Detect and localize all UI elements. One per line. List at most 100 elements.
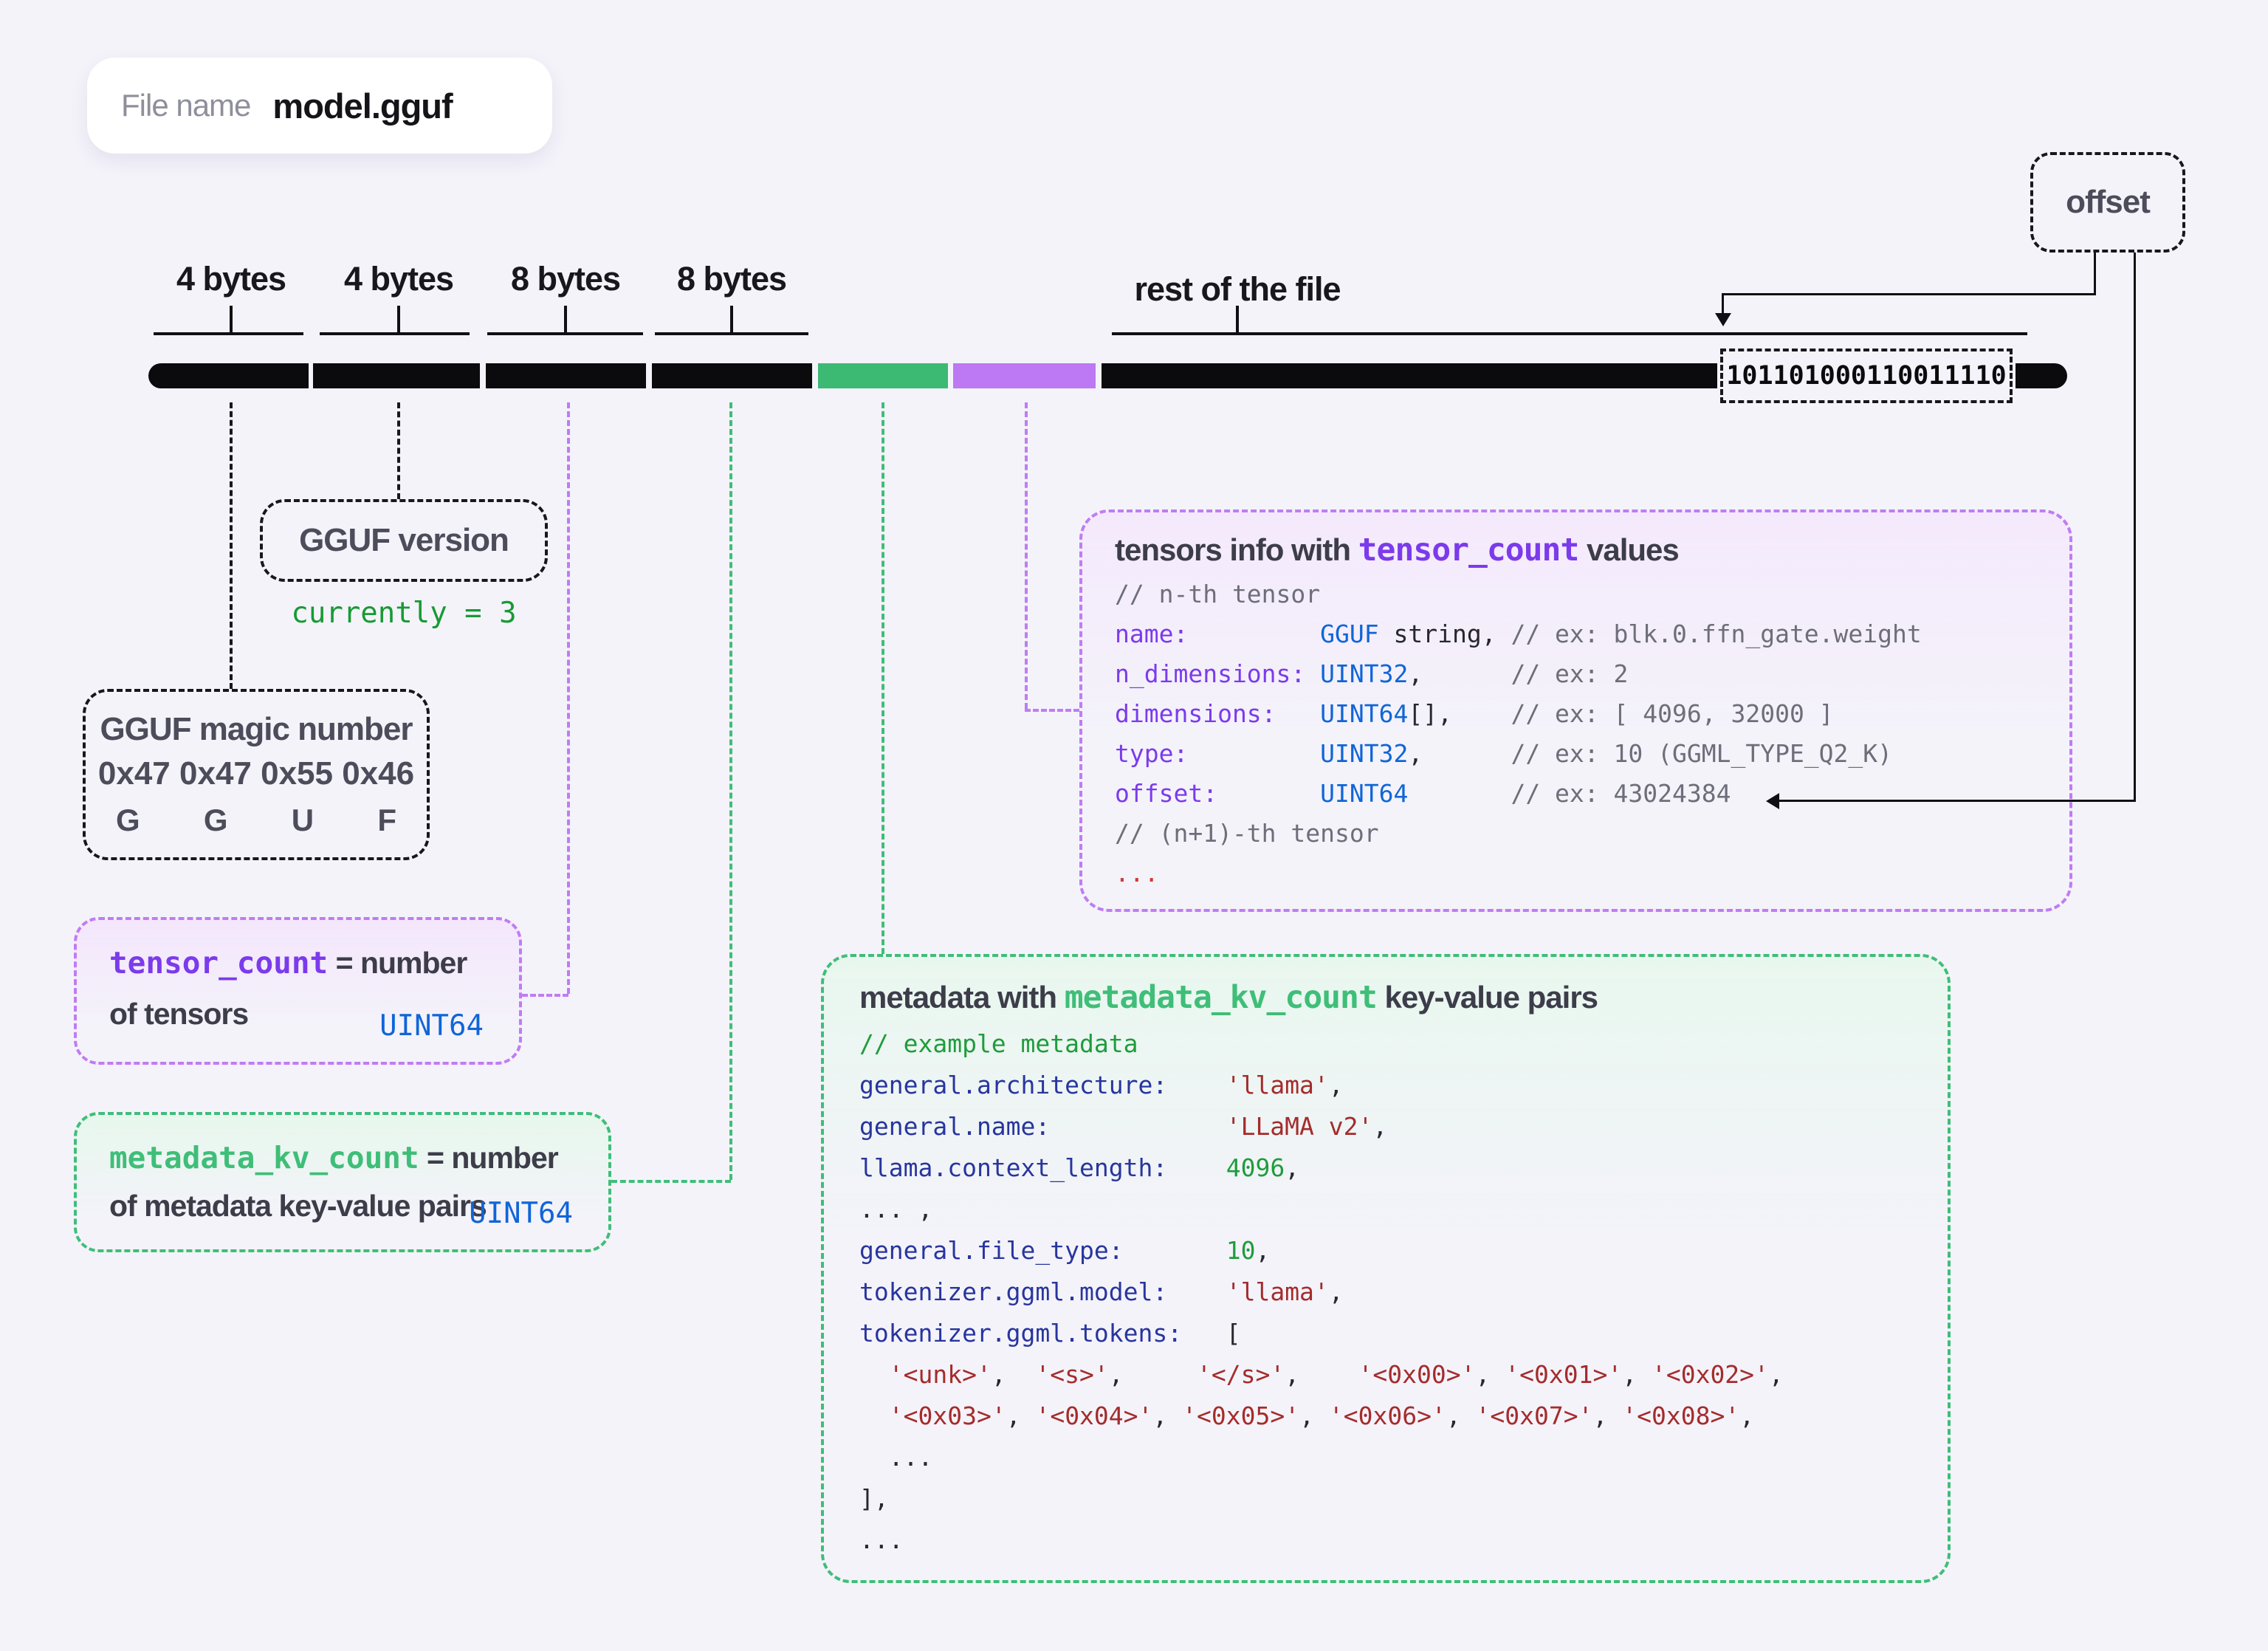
gguf-version-title: GGUF version [299, 522, 509, 558]
file-name-pill: File name model.gguf [87, 58, 552, 154]
code-line: n_dimensions: UINT32, // ex: 2 [1115, 659, 1629, 688]
code-line: // n-th tensor [1115, 580, 1321, 608]
byte-label-2: 4 bytes [343, 260, 454, 298]
bracket-2 [320, 332, 470, 335]
connector-tensors-box-v [1025, 402, 1028, 709]
bar-segment-magic [148, 363, 309, 388]
bar-segment-metadata [818, 363, 948, 388]
bracket-4 [655, 332, 808, 335]
code-line: offset: UINT64 // ex: 43024384 [1115, 779, 1731, 808]
bar-segment-tensors-info [953, 363, 1096, 388]
tensor-count-term: tensor_count [109, 945, 329, 981]
connector-metadata-kv-h [611, 1180, 731, 1183]
code-line: ... [859, 1525, 904, 1554]
gguf-magic-box: GGUF magic number 0x47 0x47 0x55 0x46 G … [83, 689, 430, 860]
byte-label-1: 4 bytes [176, 260, 286, 298]
bracket-1 [154, 332, 303, 335]
connector-tensor-count-h [522, 994, 568, 997]
bar-segment-tensor-count [486, 363, 646, 388]
code-line: '<0x03>', '<0x04>', '<0x05>', '<0x06>', … [888, 1401, 1755, 1430]
tensors-title-post: values [1578, 532, 1680, 567]
gguf-magic-title: GGUF magic number [100, 711, 413, 747]
bracket-2-tick [397, 306, 400, 334]
magic-char-f: F [377, 803, 396, 837]
metadata-title-pre: metadata with [859, 980, 1065, 1015]
metadata-kv-count-box: metadata_kv_count = number of metadata k… [74, 1112, 611, 1252]
metadata-title-post: key-value pairs [1376, 980, 1599, 1015]
tensor-count-type: UINT64 [379, 1009, 484, 1043]
connector-magic [230, 402, 233, 689]
file-name-value: model.gguf [272, 86, 453, 126]
connector-metadata-kv-v [729, 402, 732, 1180]
bar-segment-version [313, 363, 480, 388]
gguf-magic-chars: G G U F [116, 803, 396, 838]
offset-tag-label: offset [2066, 184, 2151, 220]
bracket-4-tick [730, 306, 733, 334]
metadata-kv-eq: = number [419, 1141, 559, 1175]
tensors-title-pre: tensors info with [1115, 532, 1358, 567]
bracket-1-tick [230, 306, 233, 334]
connector-tensor-count-v [567, 402, 570, 994]
tensors-info-title: tensors info with tensor_count values [1115, 532, 2037, 569]
code-line: dimensions: UINT64[], // ex: [ 4096, 320… [1115, 699, 1834, 728]
tensors-info-code: // n-th tensor name: GGUF string, // ex: … [1115, 574, 2037, 893]
bar-segment-end [2016, 363, 2067, 388]
code-line: general.file_type: 10, [859, 1236, 1271, 1265]
code-line: ... [1115, 859, 1159, 888]
code-line: ... [859, 1443, 933, 1472]
code-line: ], [859, 1484, 889, 1513]
magic-char-g1: G [116, 803, 140, 837]
tensor-count-box: tensor_count = number of tensors UINT64 [74, 917, 522, 1065]
tensors-title-code: tensor_count [1358, 532, 1580, 569]
code-line: general.architecture: 'llama', [859, 1071, 1344, 1099]
tensor-count-line2: of tensors [109, 997, 249, 1031]
gguf-magic-hex: 0x47 0x47 0x55 0x46 [97, 755, 415, 792]
metadata-box: metadata with metadata_kv_count key-valu… [821, 954, 1951, 1583]
bar-segment-metadata-kv-count [652, 363, 812, 388]
connector-version [397, 402, 400, 499]
code-line: type: UINT32, // ex: 10 (GGML_TYPE_Q2_K) [1115, 739, 1893, 768]
rest-of-file-label: rest of the file [1134, 270, 1341, 308]
code-line: general.name: 'LLaMA v2', [859, 1112, 1388, 1141]
connector-metadata-box [882, 402, 884, 954]
code-line: name: GGUF string, // ex: blk.0.ffn_gate… [1115, 619, 1922, 648]
binary-data-box: 101101000110011110 [1720, 349, 2013, 403]
code-line: // (n+1)-th tensor [1115, 819, 1379, 848]
metadata-kv-type: UINT64 [469, 1197, 573, 1230]
metadata-kv-line1: metadata_kv_count = number [109, 1140, 579, 1175]
code-line: tokenizer.ggml.model: 'llama', [859, 1277, 1344, 1306]
magic-char-u: U [291, 803, 315, 837]
bracket-rest [1112, 332, 2027, 335]
code-line: tokenizer.ggml.tokens: [ [859, 1319, 1241, 1348]
code-line: llama.context_length: 4096, [859, 1153, 1300, 1182]
binary-value: 101101000110011110 [1726, 361, 2007, 391]
tensor-count-line1: tensor_count = number [109, 945, 489, 981]
byte-label-4: 8 bytes [676, 260, 787, 298]
offset-arrow-a-v1 [2094, 253, 2096, 295]
bracket-3-tick [564, 306, 567, 334]
metadata-title-code: metadata_kv_count [1064, 979, 1378, 1016]
gguf-version-box: GGUF version [260, 499, 548, 582]
magic-char-g2: G [203, 803, 228, 837]
metadata-kv-line2: of metadata key-value pairs [109, 1189, 487, 1223]
offset-arrow-a-v2 [1722, 293, 1724, 315]
code-line: ... , [859, 1195, 933, 1223]
bar-segment-rest [1102, 363, 1717, 388]
metadata-title: metadata with metadata_kv_count key-valu… [859, 979, 1912, 1016]
offset-tag-box: offset [2030, 152, 2185, 253]
bracket-rest-tick [1236, 306, 1239, 334]
gguf-version-note: currently = 3 [291, 597, 517, 630]
byte-label-3: 8 bytes [510, 260, 621, 298]
code-line: '<unk>', '<s>', '</s>', '<0x00>', '<0x01… [888, 1360, 1784, 1389]
metadata-kv-term: metadata_kv_count [109, 1140, 419, 1175]
tensors-info-box: tensors info with tensor_count values //… [1079, 509, 2072, 912]
offset-arrow-a-head [1715, 313, 1731, 326]
bracket-3 [487, 332, 643, 335]
connector-tensors-box-h [1025, 709, 1079, 712]
file-name-label: File name [121, 88, 251, 123]
offset-arrow-b-v [2134, 253, 2136, 802]
tensor-count-eq: = number [328, 946, 468, 980]
offset-arrow-a-h [1722, 293, 2096, 295]
